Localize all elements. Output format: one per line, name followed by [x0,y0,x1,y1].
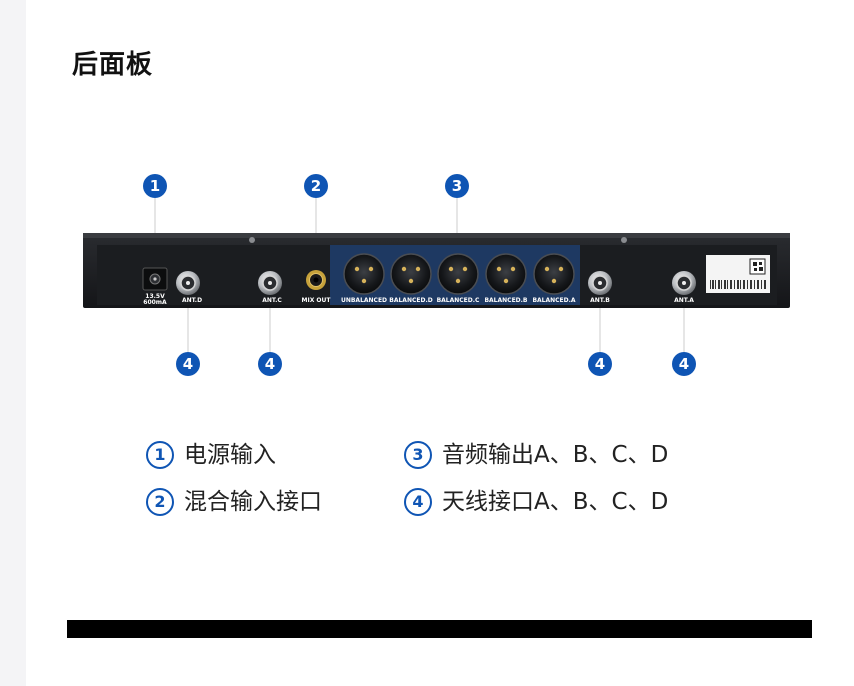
callout-number: 4 [595,355,605,373]
legend-text: 混合输入接口 [184,489,322,515]
callout-badge-4 [258,352,282,376]
label-ant-d: ANT.D [182,297,202,304]
bnc-ant-a [672,271,696,295]
callout-number: 3 [452,177,462,195]
page-title: 后面板 [72,50,154,80]
power-jack [142,267,168,291]
callout-badge-3 [445,174,469,198]
callout-badge-1 [143,174,167,198]
legend-number: 2 [146,488,174,516]
bnc-ant-d [176,271,200,295]
label-ant-a: ANT.A [674,297,694,304]
callout-number: 4 [679,355,689,373]
qr-sticker [706,255,770,293]
callout-badge-4 [672,352,696,376]
rear-panel-figure: 13.5V 600mA ANT.D ANT.C MIX OUT UNBALANC… [83,174,790,376]
xlr-balanced-d [390,253,432,295]
label-balanced-d: BALANCED.D [389,297,432,304]
xlr-balanced-c [437,253,479,295]
label-balanced-c: BALANCED.C [437,297,480,304]
label-balanced-a: BALANCED.A [532,297,575,304]
mix-out-jack [306,270,326,290]
legend-item-antenna: 4 天线接口A、B、C、D [404,482,668,516]
legend-number: 3 [404,441,432,469]
screw [621,237,627,243]
label-balanced-b: BALANCED.B [484,297,527,304]
callout-number: 1 [150,177,160,195]
legend-item-mix-in: 2 混合输入接口 [146,482,322,516]
callout-badge-4 [176,352,200,376]
label-ant-c: ANT.C [262,297,282,304]
callout-number: 4 [183,355,193,373]
xlr-balanced-a [533,253,575,295]
screw [249,237,255,243]
legend-text: 电源输入 [184,442,276,468]
label-unbalanced: UNBALANCED [341,297,387,304]
bnc-ant-b [588,271,612,295]
bnc-ant-c [258,271,282,295]
legend-text: 天线接口A、B、C、D [442,489,669,515]
legend-number: 4 [404,488,432,516]
legend-number: 1 [146,441,174,469]
legend-item-audio-out: 3 音频输出A、B、C、D [404,435,668,469]
xlr-unbalanced [343,253,385,295]
label-ant-b: ANT.B [590,297,610,304]
callout-badge-2 [304,174,328,198]
callout-number: 2 [311,177,321,195]
callout-badge-4 [588,352,612,376]
label-power: 13.5V [145,293,165,300]
section-divider-bar [67,620,812,638]
callout-number: 4 [265,355,275,373]
legend-text: 音频输出A、B、C、D [442,442,669,468]
label-mix-out: MIX OUT [302,297,332,304]
legend-item-power: 1 电源输入 [146,435,276,469]
xlr-balanced-b [485,253,527,295]
label-power-sub: 600mA [143,299,167,306]
